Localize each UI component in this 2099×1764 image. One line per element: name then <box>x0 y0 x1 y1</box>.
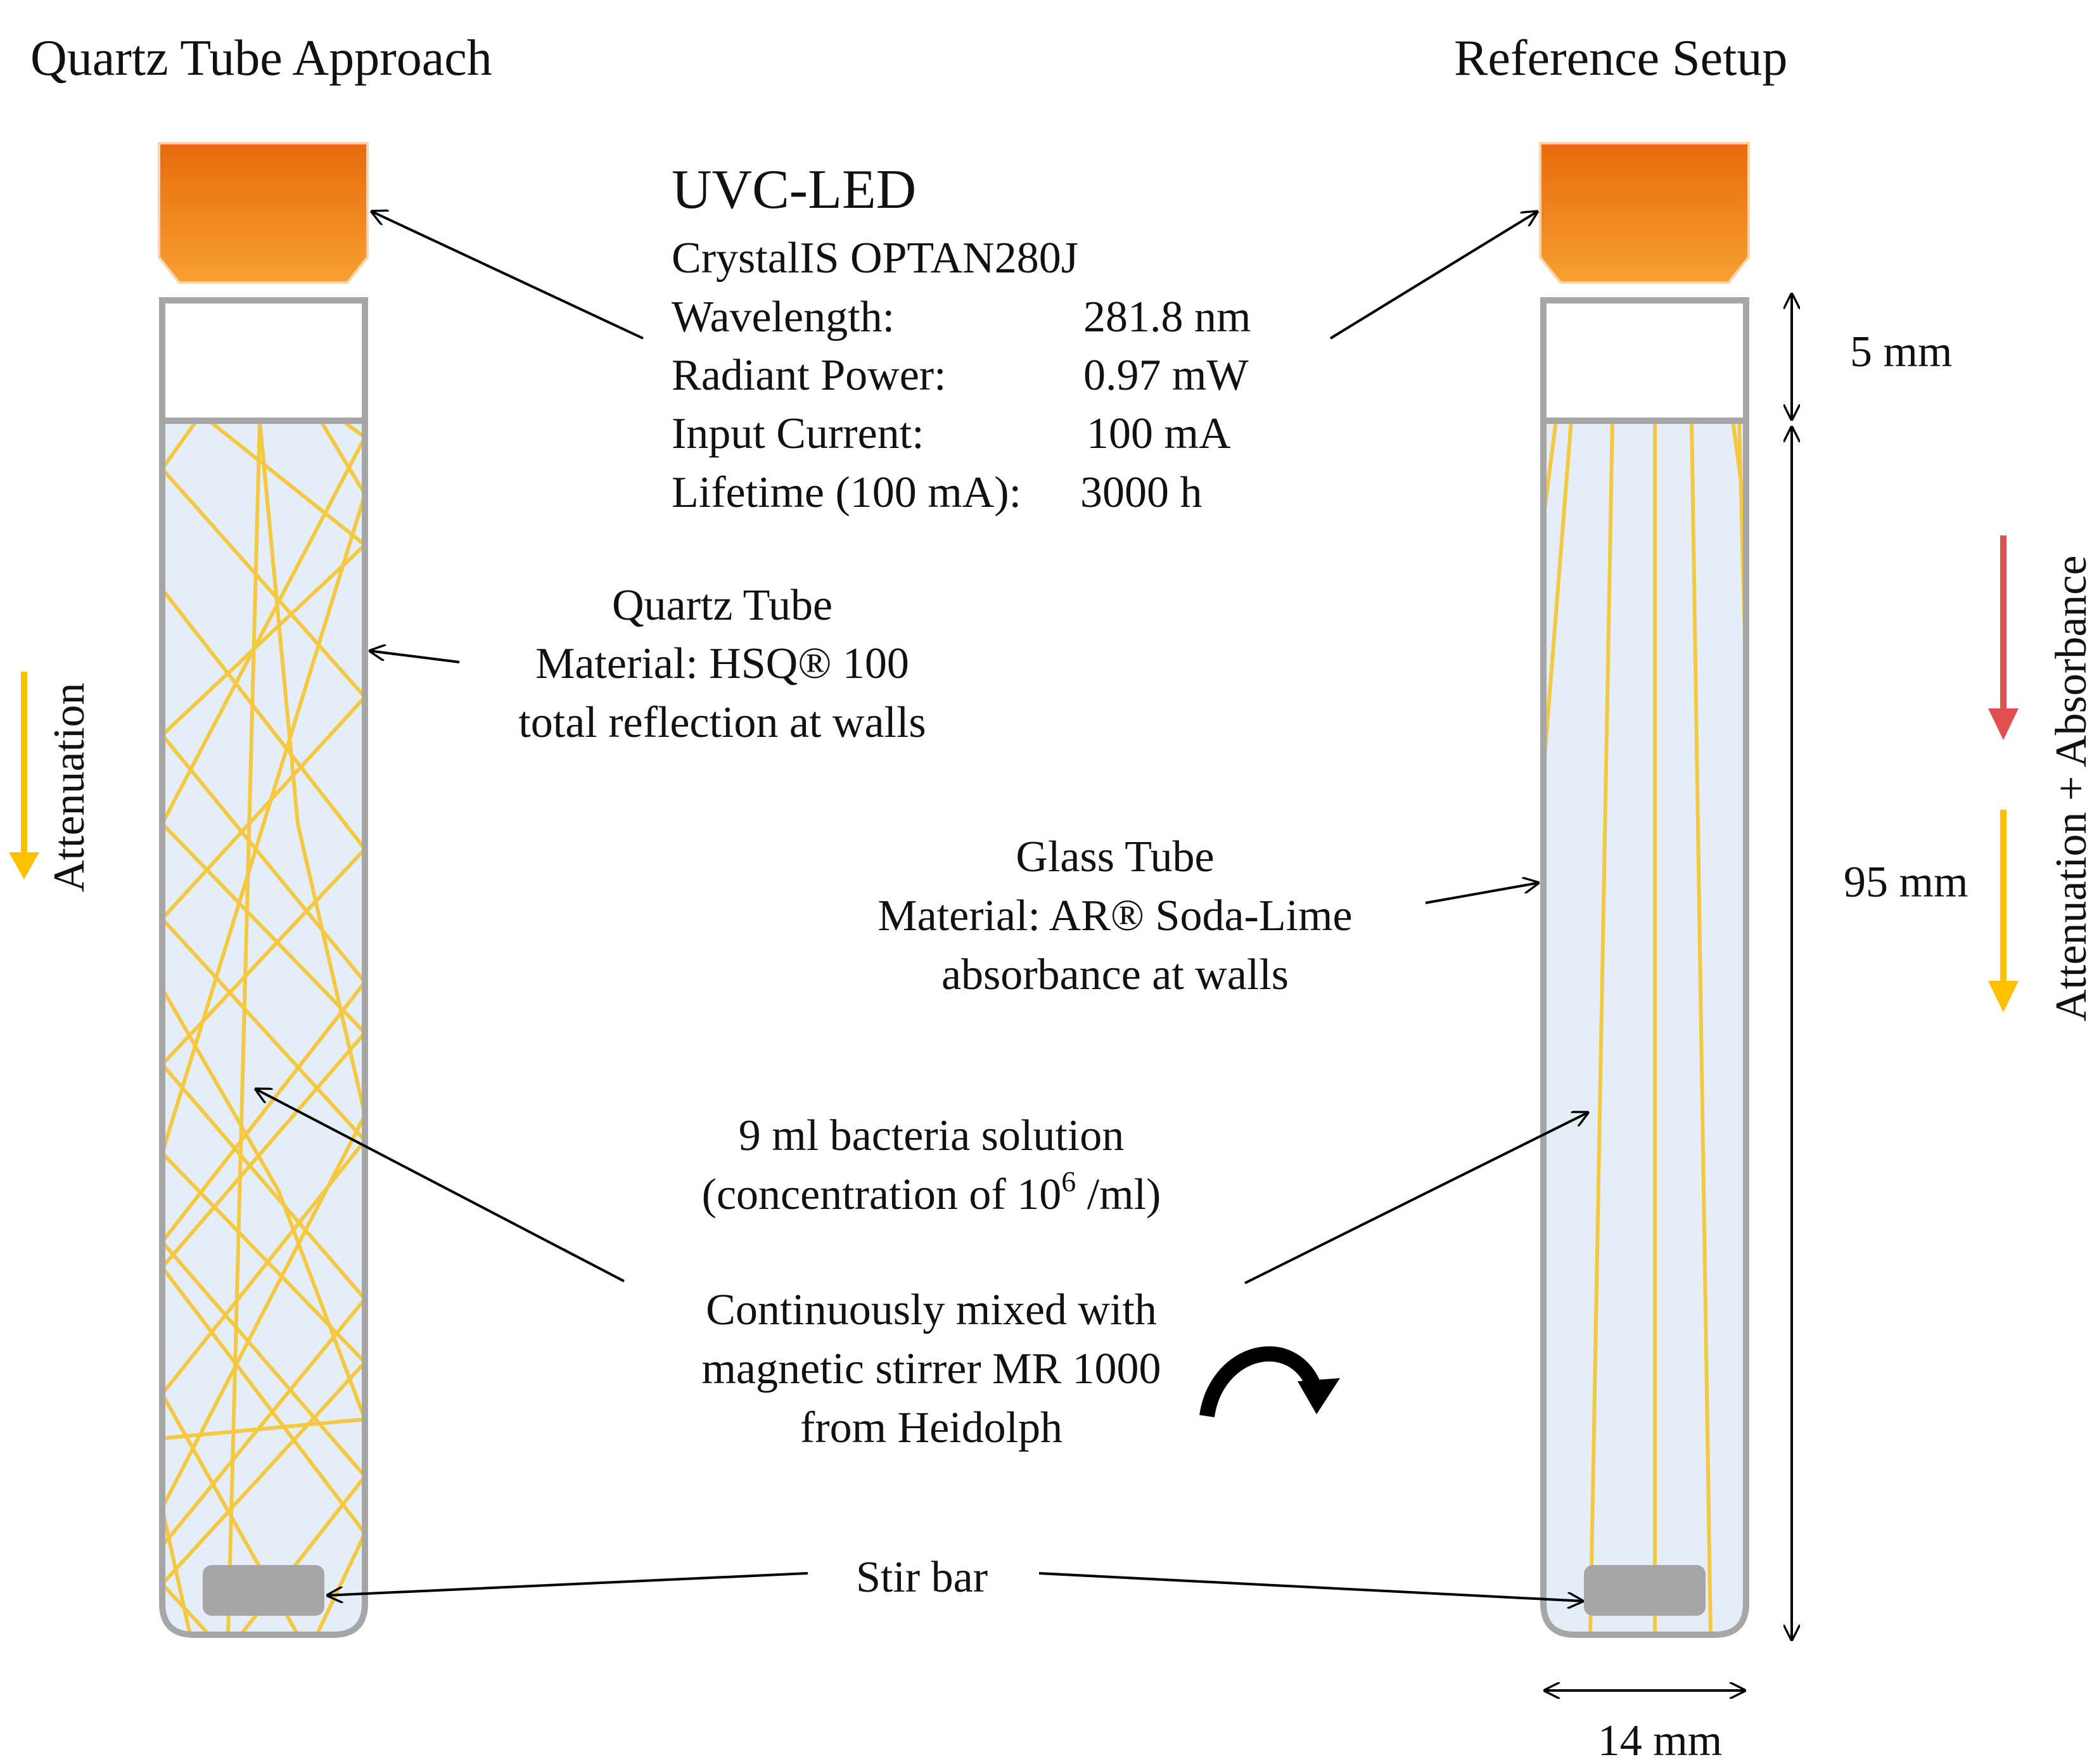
solution-concentration-suffix: /ml) <box>1076 1170 1161 1219</box>
solution-volume: 9 ml bacteria solution <box>739 1111 1124 1160</box>
solution-concentration: (concentration of 106 /ml) <box>702 1165 1161 1219</box>
quartz-tube-title: Quartz Tube <box>612 581 833 630</box>
led-row-value: 281.8 nm <box>1083 293 1251 342</box>
solution-pointer-right <box>1244 1111 1589 1284</box>
quartz-tube-property: total reflection at walls <box>518 698 926 747</box>
led-pointer-left <box>371 211 644 340</box>
stir-bar-label: Stir bar <box>856 1553 988 1602</box>
quartz-tube-material: Material: HSQ® 100 <box>535 639 909 688</box>
mixing-line-3: from Heidolph <box>800 1403 1062 1452</box>
led-row-value: 3000 h <box>1080 468 1203 517</box>
quartz-tube-pointer <box>369 651 460 663</box>
left-attenuation-indicator: Attenuation <box>9 672 94 892</box>
quartz-tube-label: Quartz Tube Material: HSQ® 100 total ref… <box>518 581 926 747</box>
width-dimension-label: 14 mm <box>1598 1716 1722 1764</box>
solution-concentration-prefix: (concentration of 10 <box>702 1170 1062 1219</box>
air-gap-dimension-label: 5 mm <box>1850 328 1952 376</box>
led-heading: UVC-LED <box>672 159 916 220</box>
attenuation-arrow-left-head <box>9 852 39 879</box>
attenuation-arrow-right-head <box>1988 981 2019 1013</box>
left-uvc-led <box>158 142 369 284</box>
solution-label: 9 ml bacteria solution (concentration of… <box>702 1111 1161 1219</box>
mixing-line-2: magnetic stirrer MR 1000 <box>701 1345 1161 1393</box>
right-uvc-led <box>1539 142 1750 284</box>
quartz-light-rays <box>162 421 365 1635</box>
led-row-label: Radiant Power: <box>672 351 947 400</box>
right-side-label: Attenuation + Absorbance <box>2047 556 2096 1021</box>
glass-tube-label: Glass Tube Material: AR® Soda-Lime absor… <box>877 833 1352 999</box>
quartz-tube-wall <box>159 297 368 1638</box>
stir-bar-pointer-left <box>326 1572 808 1595</box>
solution-pointer-left <box>255 1087 625 1282</box>
led-model: CrystalIS OPTAN280J <box>672 234 1078 283</box>
glass-stir-bar <box>1584 1565 1706 1616</box>
length-dimension-label: 95 mm <box>1844 858 1968 907</box>
led-row-label: Wavelength: <box>672 293 895 342</box>
right-attenuation-indicator: Attenuation + Absorbance <box>1988 535 2096 1021</box>
glass-tube <box>1540 297 1749 1638</box>
left-side-label: Attenuation <box>45 683 94 892</box>
led-pointer-right <box>1329 211 1538 340</box>
led-row-label: Lifetime (100 mA): <box>672 468 1021 517</box>
led-row-label: Input Current: <box>672 409 924 458</box>
quartz-tube <box>159 297 368 1638</box>
quartz-stir-bar <box>203 1565 324 1616</box>
stir-bar-pointer-right <box>1038 1572 1584 1601</box>
led-row-value: 100 mA <box>1087 409 1231 458</box>
glass-tube-liquid <box>1543 421 1746 1635</box>
glass-tube-title: Glass Tube <box>1016 833 1214 881</box>
absorbance-arrow-head <box>1988 708 2019 740</box>
glass-tube-property: absorbance at walls <box>941 950 1289 999</box>
solution-concentration-exponent: 6 <box>1061 1165 1076 1198</box>
mixing-label: Continuously mixed with magnetic stirrer… <box>701 1286 1161 1452</box>
glass-tube-pointer <box>1425 883 1540 904</box>
left-title: Quartz Tube Approach <box>30 30 492 86</box>
glass-tube-material: Material: AR® Soda-Lime <box>877 892 1352 940</box>
mixing-line-1: Continuously mixed with <box>706 1286 1157 1334</box>
right-title: Reference Setup <box>1454 30 1787 86</box>
rotation-arrow-icon <box>1199 1346 1340 1418</box>
glass-tube-wall <box>1540 297 1749 1638</box>
led-row-value: 0.97 mW <box>1083 351 1249 400</box>
led-spec-block: UVC-LED CrystalIS OPTAN280J Wavelength: … <box>672 159 1251 517</box>
